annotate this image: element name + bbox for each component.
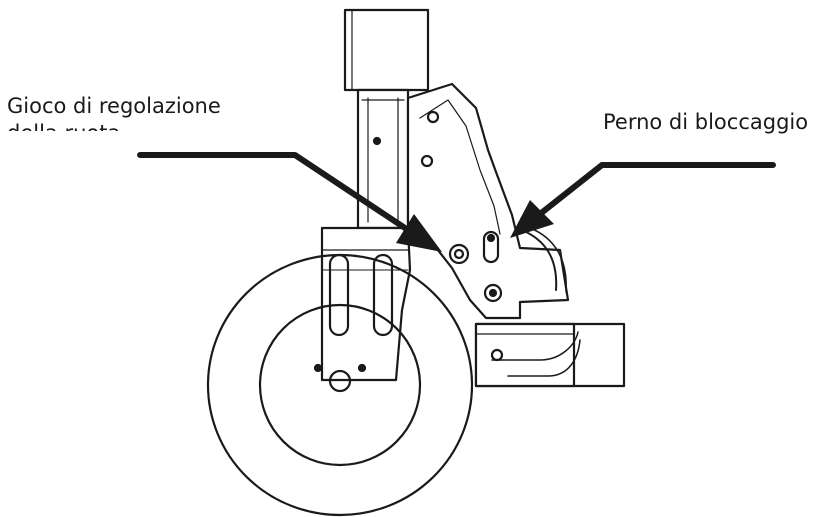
wheel-fork (320, 226, 412, 382)
wheel-hub-rim (258, 303, 422, 467)
locking-pin-label: Perno di bloccaggio (603, 110, 809, 134)
adjustment-hole (448, 243, 470, 265)
bracket-bolt-middle (420, 154, 434, 168)
curved-guide (521, 229, 558, 291)
locking-slot (482, 230, 500, 264)
adjustment-play-label-continued: della ruota (7, 121, 120, 131)
bracket-plate (406, 82, 570, 320)
vertical-stem (356, 88, 410, 230)
wheel-tire (206, 253, 474, 517)
fork-slot-right (372, 253, 394, 337)
adjustment-play-label: Gioco di regolazione (7, 94, 221, 118)
adjustment-play-arrow (137, 152, 442, 252)
top-mount-block (343, 8, 430, 92)
pivot-bolt (483, 283, 503, 303)
axle (328, 369, 352, 393)
locking-pin-arrow (510, 162, 776, 238)
bracket-bolt-upper (426, 110, 440, 124)
